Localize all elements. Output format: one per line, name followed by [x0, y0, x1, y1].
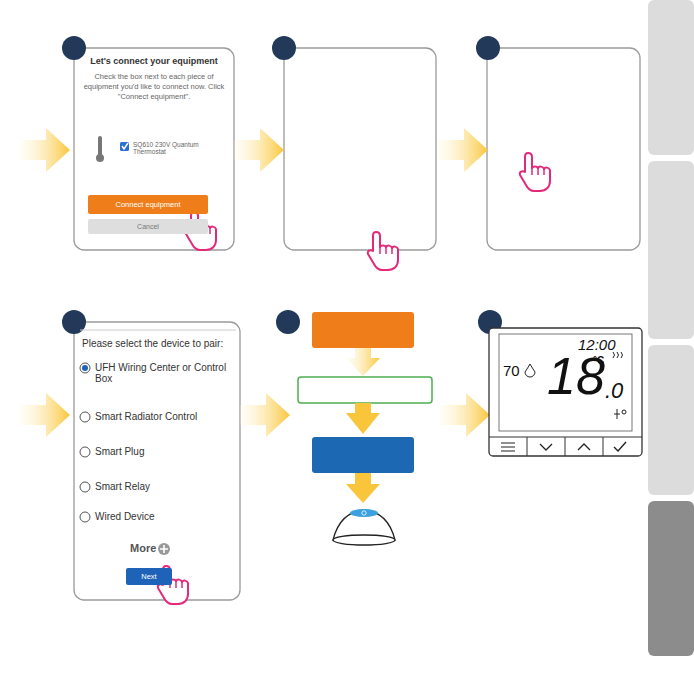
temperature-decimal: .0: [605, 380, 623, 402]
option-label: Wired Device: [95, 511, 154, 522]
more-link: More: [130, 542, 156, 554]
temperature-value: 18: [547, 350, 605, 402]
node-text: Connect equipment: [115, 200, 180, 209]
option-label: Smart Plug: [95, 446, 144, 457]
node-text: Check the box next to each piece of equi…: [82, 72, 226, 102]
secondary-button: Cancel: [88, 219, 208, 234]
side-tab: [648, 0, 694, 155]
option-label: Smart Relay: [95, 481, 150, 492]
node-text: Next: [141, 572, 156, 581]
primary-button: Connect equipment: [88, 195, 208, 214]
node-text: Cancel: [137, 223, 159, 230]
side-tab: [648, 501, 694, 656]
node-text: Please select the device to pair:: [82, 338, 234, 349]
side-tab: [648, 161, 694, 339]
primary-button: Next: [126, 568, 172, 585]
option-label: UFH Wiring Center or Control Box: [95, 362, 235, 384]
humidity-value: 70: [503, 362, 520, 379]
option-label: Smart Radiator Control: [95, 411, 197, 422]
heading: Let's connect your equipment: [82, 56, 226, 66]
device-name: SQ610 230V Quantum Thermostat: [133, 141, 225, 155]
side-tab: [648, 345, 694, 495]
